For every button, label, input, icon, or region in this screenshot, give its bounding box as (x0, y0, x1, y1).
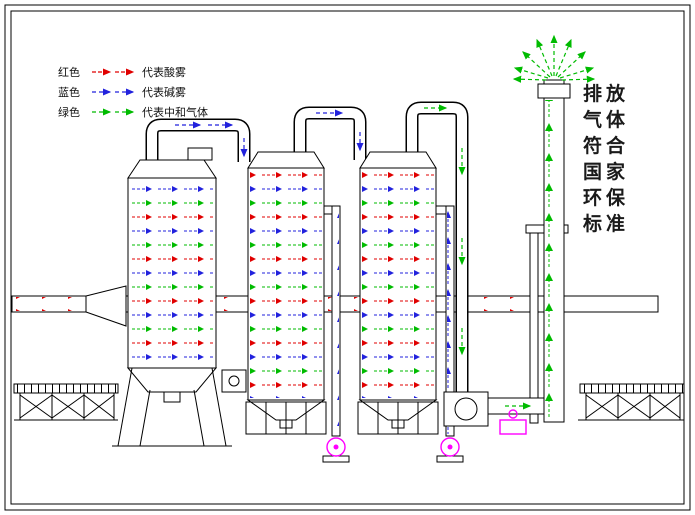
pump-2 (436, 437, 464, 463)
tower-1-cap (127, 159, 217, 179)
caption-line: 排放 (583, 82, 629, 105)
legend-desc: 代表碱雾 (142, 85, 186, 99)
stack-emission-arrows (512, 34, 596, 83)
clean-gas-flow-arrows (545, 100, 563, 418)
legend-desc: 代表酸雾 (142, 65, 186, 79)
caption-line: 气体 (582, 108, 629, 131)
legend-label: 绿色 (58, 105, 80, 119)
tower-1-side-tank (221, 369, 247, 393)
legend: 红色 代表酸雾 蓝色 代表碱雾 绿色 代表中和气体 (58, 65, 208, 119)
fan-motor (499, 419, 527, 435)
pump-line-tower-3 (436, 205, 464, 463)
tower-1-legs (112, 367, 232, 447)
legend-item-alkali: 蓝色 代表碱雾 (58, 85, 186, 99)
platform-right (578, 383, 685, 421)
inlet-reducer (85, 285, 127, 327)
caption-line: 标准 (583, 213, 629, 235)
tower-1-hatch (187, 147, 213, 161)
pump-1 (322, 437, 350, 463)
caption-line: 国家 (583, 160, 629, 183)
legend-label: 蓝色 (58, 85, 80, 99)
fan-blower (443, 391, 545, 435)
caption-line: 环保 (583, 186, 629, 209)
tower-3 (357, 151, 439, 435)
caption-line: 符合 (583, 134, 629, 157)
legend-item-neutral: 绿色 代表中和气体 (58, 105, 208, 119)
pump-line-tower-2 (322, 205, 350, 463)
legend-item-acid: 红色 代表酸雾 (58, 65, 186, 79)
exhaust-stack (537, 79, 571, 423)
legend-desc: 代表中和气体 (142, 105, 208, 119)
tower-1 (112, 147, 247, 447)
tower-2 (245, 151, 327, 435)
sheet-border (4, 4, 691, 511)
outlet-duct (405, 101, 469, 392)
caption-emission-note: 排放 气体 符合 国家 环保 标准 (582, 82, 629, 235)
legend-label: 红色 (58, 65, 80, 79)
platform-left (13, 383, 119, 421)
tower-1-hopper (126, 367, 218, 393)
duct-flow-arrows (175, 104, 532, 410)
